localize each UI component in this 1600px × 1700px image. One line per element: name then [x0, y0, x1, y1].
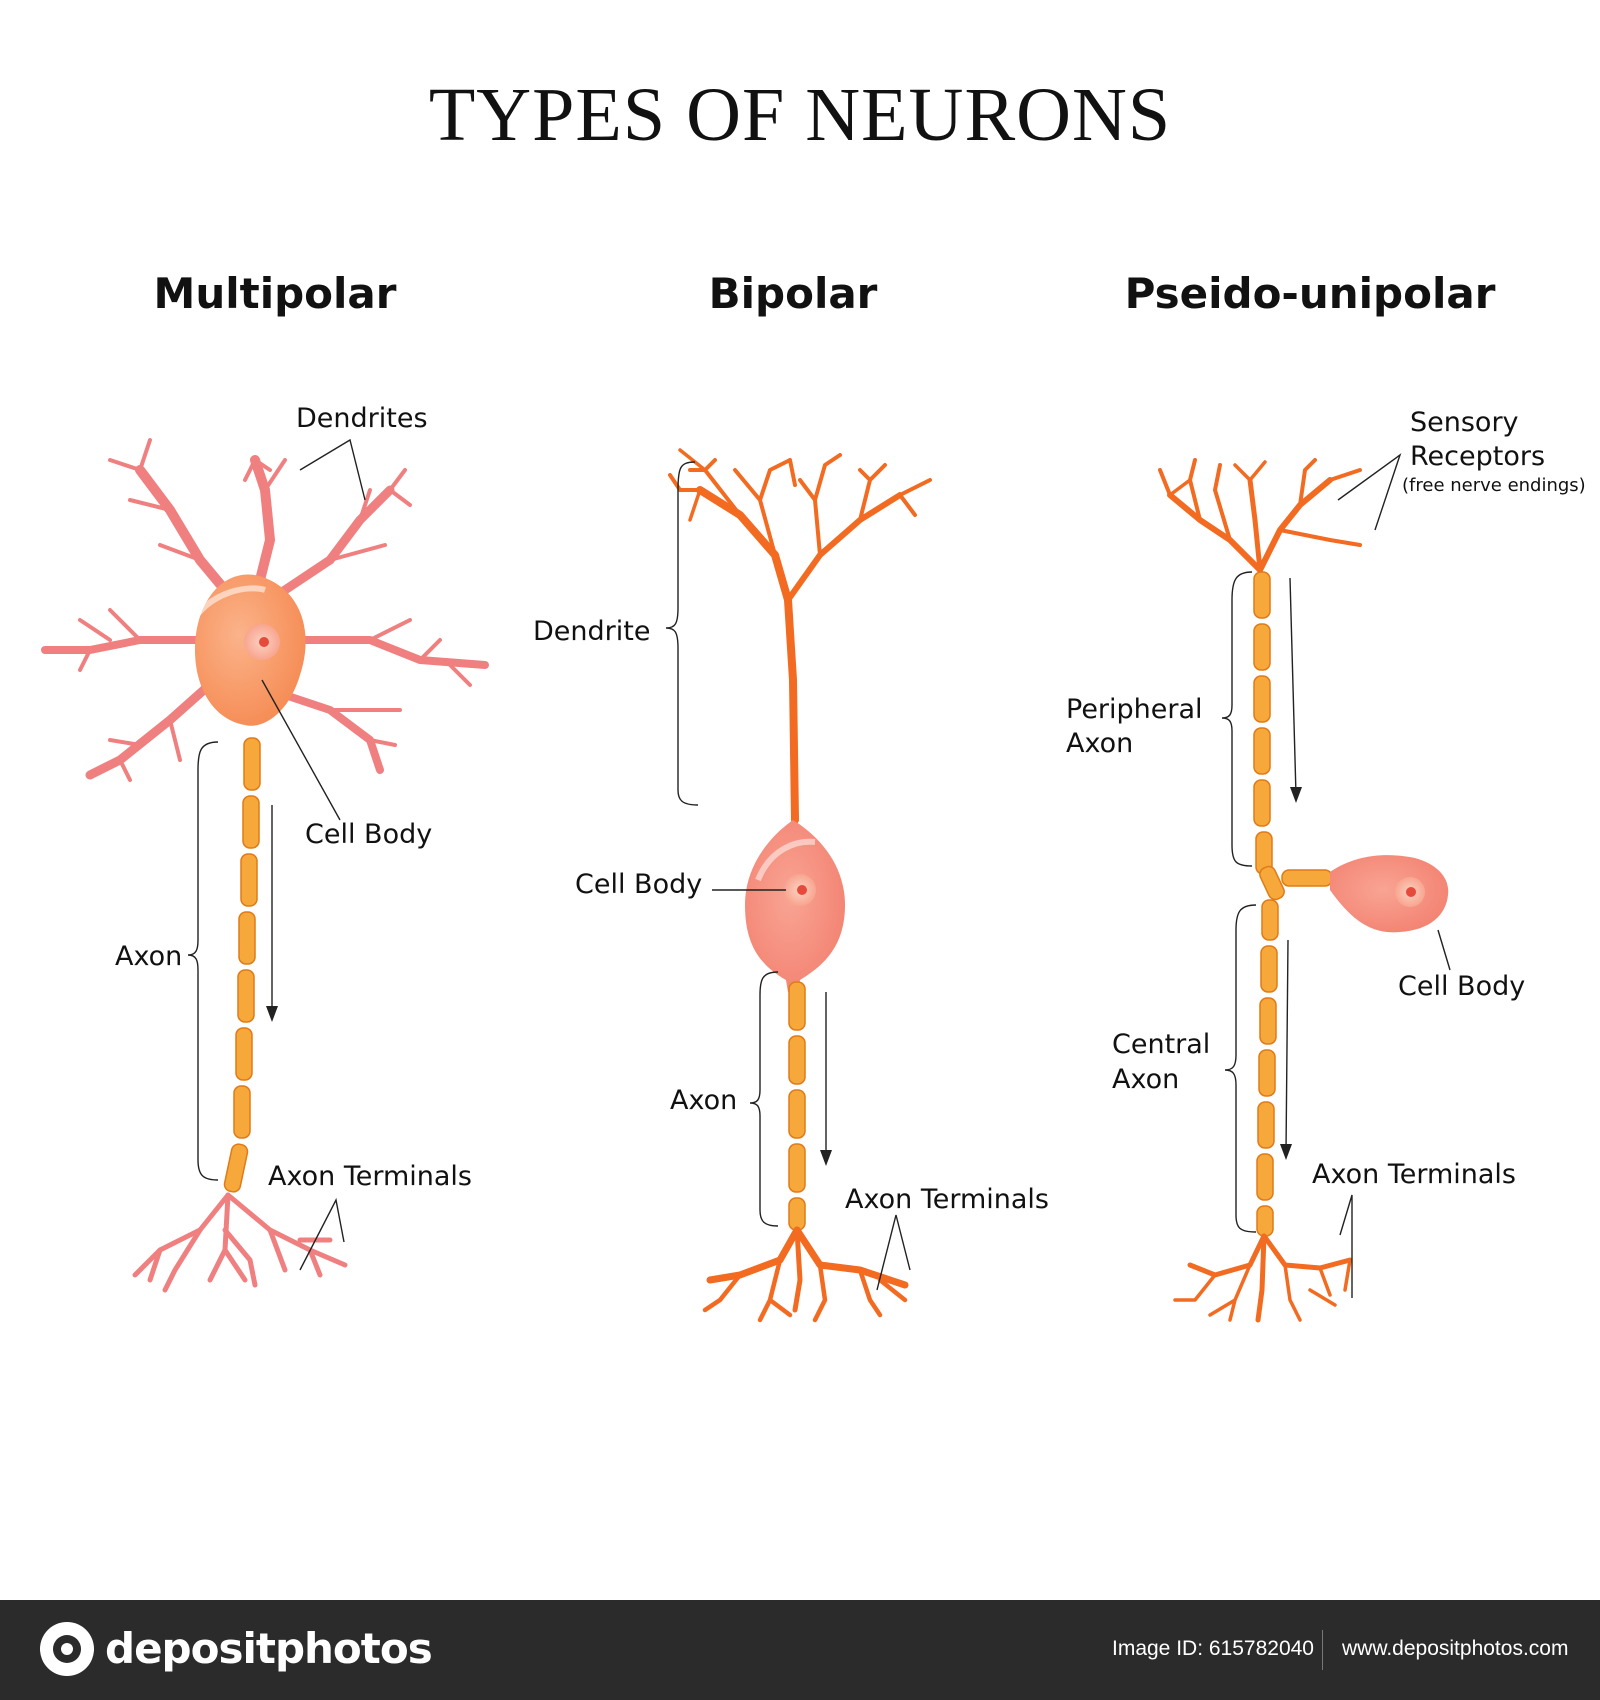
heading-bipolar: Bipolar	[709, 269, 878, 318]
pseudo-axon-terminals	[1173, 1233, 1353, 1323]
label-multipolar-axon-terminals: Axon Terminals	[268, 1161, 472, 1192]
label-central-1: Central	[1112, 1029, 1210, 1060]
label-bipolar-cell-body: Cell Body	[575, 869, 702, 900]
pseudo-nucleolus	[1406, 887, 1416, 897]
footer-brand: depositphotos	[105, 1624, 433, 1673]
multipolar-cell-body-pointer	[261, 679, 341, 821]
label-peripheral-1: Peripheral	[1066, 694, 1203, 725]
multipolar-nucleolus	[259, 637, 269, 647]
label-pseudo-axon-terminals: Axon Terminals	[1312, 1159, 1516, 1190]
pseudo-sensory-receptors	[1158, 458, 1362, 573]
pseudo-cell-body-pointer	[1437, 929, 1451, 971]
multipolar-annotations: Dendrites Cell Body Axon Axon Terminals	[115, 403, 472, 1271]
label-central-2: Axon	[1112, 1064, 1179, 1095]
label-dendrites: Dendrites	[296, 403, 428, 434]
heading-multipolar: Multipolar	[154, 269, 397, 318]
bipolar-arrowhead	[820, 1150, 832, 1166]
pseudo-peripheral-axon	[1253, 571, 1285, 901]
bipolar-neuron	[668, 448, 932, 1323]
multipolar-arrowhead	[266, 1006, 278, 1022]
label-peripheral-2: Axon	[1066, 728, 1133, 759]
pseudo-unipolar-neuron	[1158, 458, 1449, 1323]
dendrites-pointer	[299, 438, 366, 501]
central-axon-brace	[1224, 904, 1257, 1233]
bipolar-dendrites	[668, 448, 932, 824]
label-sensory-1: Sensory	[1410, 407, 1519, 438]
multipolar-neuron	[41, 438, 489, 1293]
central-direction-arrow	[1285, 939, 1289, 1153]
central-arrowhead	[1280, 1144, 1292, 1160]
heading-pseudo-unipolar: Pseido-unipolar	[1125, 269, 1496, 318]
footer-separator	[1322, 1630, 1323, 1670]
pseudo-cell-body	[1330, 855, 1449, 933]
neuron-diagram: TYPES OF NEURONS Multipolar Bipolar Psei…	[41, 73, 1586, 1323]
multipolar-body-highlight	[187, 585, 266, 627]
bipolar-axon	[788, 981, 806, 1231]
bipolar-annotations: Dendrite Cell Body Axon Axon Terminals	[533, 461, 1049, 1291]
pseudo-annotations: Sensory Receptors (free nerve endings) P…	[1066, 407, 1586, 1298]
pseudo-terminals-pointer	[1339, 1194, 1353, 1298]
label-bipolar-axon: Axon	[670, 1085, 737, 1116]
pseudo-cell-body-process	[1281, 869, 1333, 887]
multipolar-axon-brace	[187, 741, 219, 1181]
label-multipolar-cell-body: Cell Body	[305, 819, 432, 850]
label-pseudo-cell-body: Cell Body	[1398, 971, 1525, 1002]
sensory-receptors-pointer	[1337, 453, 1402, 531]
multipolar-axon	[223, 737, 261, 1193]
label-sensory-note: (free nerve endings)	[1402, 475, 1586, 496]
peripheral-arrowhead	[1290, 787, 1302, 803]
multipolar-axon-terminals	[132, 1192, 348, 1293]
label-multipolar-axon: Axon	[115, 941, 182, 972]
footer-image-id: Image ID: 615782040	[1112, 1637, 1314, 1660]
peripheral-direction-arrow	[1289, 577, 1297, 796]
bipolar-axon-terminals	[702, 1226, 909, 1323]
bipolar-dendrite-brace	[665, 461, 699, 806]
bipolar-terminals-pointer	[876, 1214, 911, 1291]
label-bipolar-dendrite: Dendrite	[533, 616, 650, 647]
page-title: TYPES OF NEURONS	[429, 73, 1171, 157]
multipolar-dendrites	[41, 438, 489, 782]
label-bipolar-axon-terminals: Axon Terminals	[845, 1184, 1049, 1215]
label-sensory-2: Receptors	[1410, 441, 1545, 472]
pseudo-central-axon	[1256, 899, 1279, 1237]
footer-bar: depositphotos Image ID: 615782040 www.de…	[0, 1600, 1600, 1700]
depositphotos-logo-icon	[40, 1622, 94, 1676]
bipolar-nucleolus	[797, 885, 807, 895]
footer-url[interactable]: www.depositphotos.com	[1342, 1637, 1569, 1660]
multipolar-terminals-pointer	[299, 1197, 345, 1271]
bipolar-axon-brace	[749, 971, 779, 1227]
peripheral-axon-brace	[1221, 571, 1253, 867]
bipolar-body-highlight	[755, 838, 816, 882]
